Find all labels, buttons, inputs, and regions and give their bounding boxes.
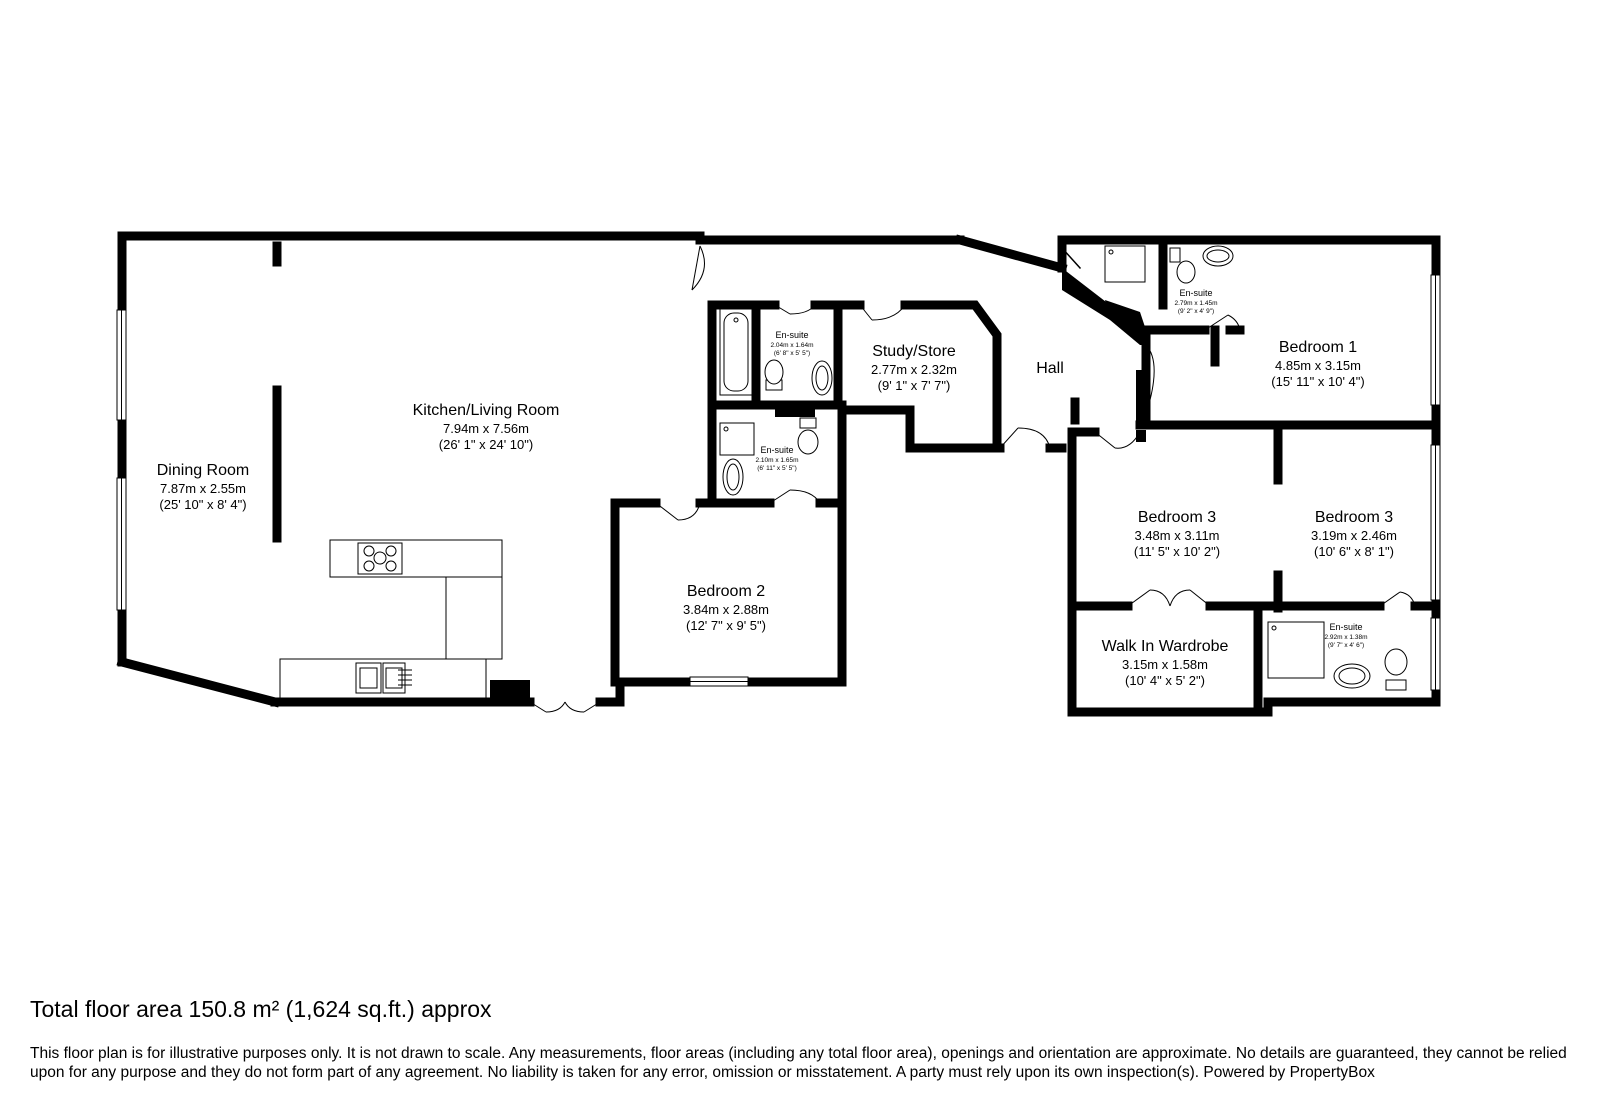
room-name: En-suite (1329, 622, 1362, 632)
room-ensuite-a: En-suite 2.04m x 1.64m (6' 8" x 5' 5") (771, 330, 814, 357)
room-dimensions-metric: 7.87m x 2.55m (160, 481, 246, 496)
fixtures (279, 245, 1408, 699)
room-ensuite-b: En-suite 2.10m x 1.65m (6' 11" x 5' 5") (756, 445, 799, 472)
room-kitchen-living: Kitchen/Living Room 7.94m x 7.56m (26' 1… (413, 402, 560, 452)
room-bedroom-3b: Bedroom 3 3.19m x 2.46m (10' 6" x 8' 1") (1311, 509, 1397, 559)
room-name: Kitchen/Living Room (413, 402, 560, 419)
room-dimensions-imperial: (10' 4" x 5' 2") (1125, 673, 1205, 688)
doors (529, 245, 1416, 713)
kitchen-counter-side (445, 576, 503, 660)
kitchen-counter-top (329, 539, 503, 578)
toilet-icon (1385, 679, 1407, 691)
room-name: Study/Store (872, 343, 956, 360)
room-name: En-suite (775, 330, 808, 340)
room-name: Hall (1036, 360, 1064, 377)
room-hall: Hall (1036, 360, 1064, 377)
room-bedroom-2: Bedroom 2 3.84m x 2.88m (12' 7" x 9' 5") (683, 583, 769, 633)
room-name: Bedroom 1 (1279, 339, 1357, 356)
room-dimensions-imperial: (6' 8" x 5' 5") (774, 350, 810, 357)
room-dimensions-imperial: (12' 7" x 9' 5") (686, 618, 766, 633)
room-dimensions-metric: 3.48m x 3.11m (1134, 528, 1219, 543)
room-dimensions-imperial: (9' 2" x 4' 9") (1178, 308, 1214, 315)
room-dimensions-metric: 4.85m x 3.15m (1275, 358, 1361, 373)
room-dimensions-metric: 2.10m x 1.65m (756, 457, 799, 464)
room-dimensions-imperial: (25' 10" x 8' 4") (159, 497, 246, 512)
room-bedroom-1: Bedroom 1 4.85m x 3.15m (15' 11" x 10' 4… (1271, 339, 1364, 389)
room-name: Bedroom 3 (1138, 509, 1216, 526)
room-dimensions-metric: 3.15m x 1.58m (1122, 657, 1208, 672)
toilet-icon (799, 417, 817, 429)
room-dimensions-imperial: (11' 5" x 10' 2") (1134, 544, 1220, 559)
room-dimensions-imperial: (6' 11" x 5' 5") (757, 465, 797, 472)
shower-icon (1267, 621, 1325, 679)
room-name: Walk In Wardrobe (1102, 638, 1229, 655)
room-dimensions-metric: 2.04m x 1.64m (771, 342, 814, 349)
room-name: Bedroom 3 (1315, 509, 1393, 526)
room-dimensions-imperial: (15' 11" x 10' 4") (1271, 374, 1364, 389)
room-dimensions-metric: 2.79m x 1.45m (1175, 300, 1218, 307)
room-dimensions-imperial: (26' 1" x 24' 10") (439, 437, 533, 452)
room-name: En-suite (1179, 288, 1212, 298)
room-walk-in-wardrobe: Walk In Wardrobe 3.15m x 1.58m (10' 4" x… (1102, 638, 1229, 688)
room-name: Dining Room (157, 462, 249, 479)
room-dimensions-metric: 3.84m x 2.88m (683, 602, 769, 617)
room-dimensions-metric: 2.77m x 2.32m (871, 362, 957, 377)
room-dimensions-imperial: (9' 1" x 7' 7") (878, 378, 951, 393)
room-study-store: Study/Store 2.77m x 2.32m (9' 1" x 7' 7"… (871, 343, 957, 393)
windows (116, 274, 1441, 691)
total-floor-area: Total floor area 150.8 m² (1,624 sq.ft.)… (30, 996, 492, 1022)
room-dimensions-metric: 3.19m x 2.46m (1311, 528, 1397, 543)
room-dining: Dining Room 7.87m x 2.55m (25' 10" x 8' … (157, 462, 249, 512)
room-bedroom-3a: Bedroom 3 3.48m x 3.11m (11' 5" x 10' 2"… (1134, 509, 1220, 559)
room-name: En-suite (760, 445, 793, 455)
room-name: Bedroom 2 (687, 583, 765, 600)
room-dimensions-imperial: (10' 6" x 8' 1") (1314, 544, 1394, 559)
room-dimensions-imperial: (9' 7" x 4' 6") (1328, 642, 1364, 649)
room-dimensions-metric: 2.92m x 1.38m (1325, 634, 1368, 641)
walls (116, 231, 1441, 717)
room-dimensions-metric: 7.94m x 7.56m (443, 421, 529, 436)
toilet-icon (1169, 247, 1181, 263)
room-ensuite-d: En-suite 2.92m x 1.38m (9' 7" x 4' 6") (1325, 622, 1368, 649)
room-ensuite-c: En-suite 2.79m x 1.45m (9' 2" x 4' 9") (1175, 288, 1218, 315)
disclaimer: This floor plan is for illustrative purp… (30, 1045, 1567, 1081)
